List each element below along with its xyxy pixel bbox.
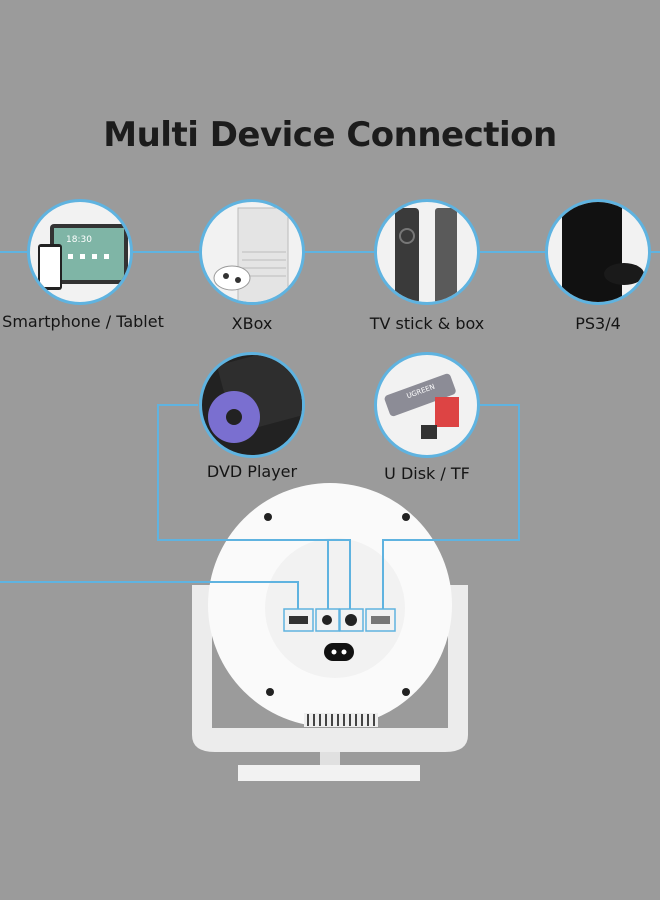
tv-stick-remote-icon: [395, 208, 457, 302]
ps4-circle: [545, 199, 651, 305]
dvd-player-circle: [199, 352, 305, 458]
tablet-clock: 18:30: [66, 235, 92, 245]
xbox-icon: [213, 207, 289, 302]
card-reader-icon: UGREEN: [384, 373, 459, 439]
device-label: DVD Player: [206, 462, 298, 481]
card-reader-circle: UGREEN: [374, 352, 480, 458]
device-label: XBox: [231, 314, 273, 333]
xbox-circle: [199, 199, 305, 305]
device-label: Smartphone / Tablet: [2, 312, 164, 331]
tv-stick-circle: [374, 199, 480, 305]
page-title: Multi Device Connection: [103, 115, 557, 155]
tablet-phone-icon: 18:30: [38, 224, 128, 290]
smartphone-tablet-circle: 18:30: [27, 199, 133, 305]
device-label: U Disk / TF: [384, 464, 470, 483]
device-label: PS3/4: [575, 314, 621, 333]
ps4-icon: [562, 202, 644, 302]
device-label: TV stick & box: [369, 314, 485, 333]
